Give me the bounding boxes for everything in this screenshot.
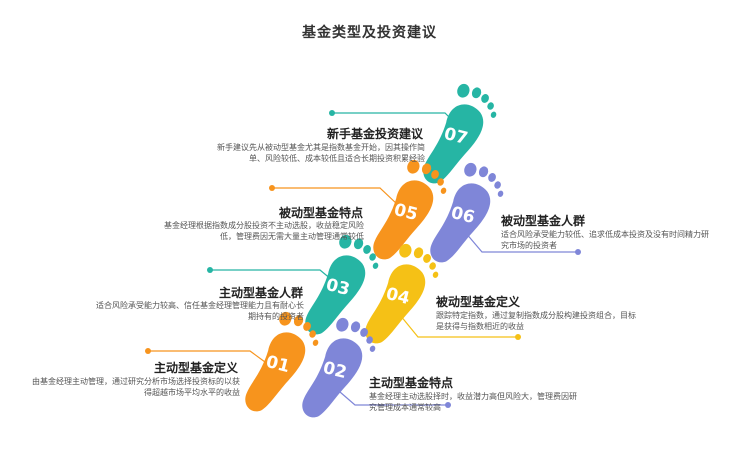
connector-05	[272, 187, 399, 206]
step-01-title: 主动型基金定义	[153, 361, 238, 375]
footprint-05: 05	[369, 155, 454, 273]
connector-03	[210, 269, 339, 286]
connector-02	[339, 391, 448, 406]
step-05-desc: 基金经理根据指数成分股投资不主动选股，收益稳定风险低，管理费因无需大量主动管理通…	[164, 221, 364, 241]
page-title: 基金类型及投资建议	[302, 25, 437, 41]
connector-lines	[145, 110, 581, 408]
footprint-07: 07	[419, 79, 504, 197]
step-04-desc: 跟踪特定指数，通过复制指数成分股构建投资组合，目标是获得与指数相近的收益	[436, 311, 636, 331]
step-02-title: 主动型基金特点	[369, 376, 454, 390]
footprint-03: 03	[301, 230, 386, 348]
footprint-04: 04	[361, 239, 446, 357]
connector-01	[148, 350, 266, 363]
step-02-desc: 基金经理主动选股择时，收益潜力高但风险大，管理费因研究管理成本通常较高	[369, 392, 577, 412]
step-06-title: 被动型基金人群	[501, 214, 586, 228]
step-03-desc: 适合风险承受能力较高、信任基金经理管理能力且有耐心长期持有的投资者	[96, 301, 304, 321]
step-01-desc: 由基金经理主动管理，通过研究分析市场选择投资标的以获得超越市场平均水平的收益	[32, 377, 240, 397]
footprint-06: 06	[426, 158, 511, 276]
step-05-title: 被动型基金特点	[278, 206, 363, 220]
step-07-desc: 新手建议先从被动型基金尤其是指数基金开始，因其操作简单、风险较低、成本较低且适合…	[217, 143, 425, 163]
connector-06	[464, 231, 578, 253]
connector-04	[399, 314, 518, 338]
footprint-01: 01	[241, 307, 326, 425]
step-04-title: 被动型基金定义	[436, 295, 521, 309]
step-07-title: 新手基金投资建议	[326, 127, 423, 141]
step-03-title: 主动型基金人群	[218, 286, 303, 300]
step-06-desc: 适合风险承受能力较低、追求低成本投资及没有时间精力研究市场的投资者	[501, 230, 709, 250]
footprint-02: 02	[298, 313, 383, 431]
